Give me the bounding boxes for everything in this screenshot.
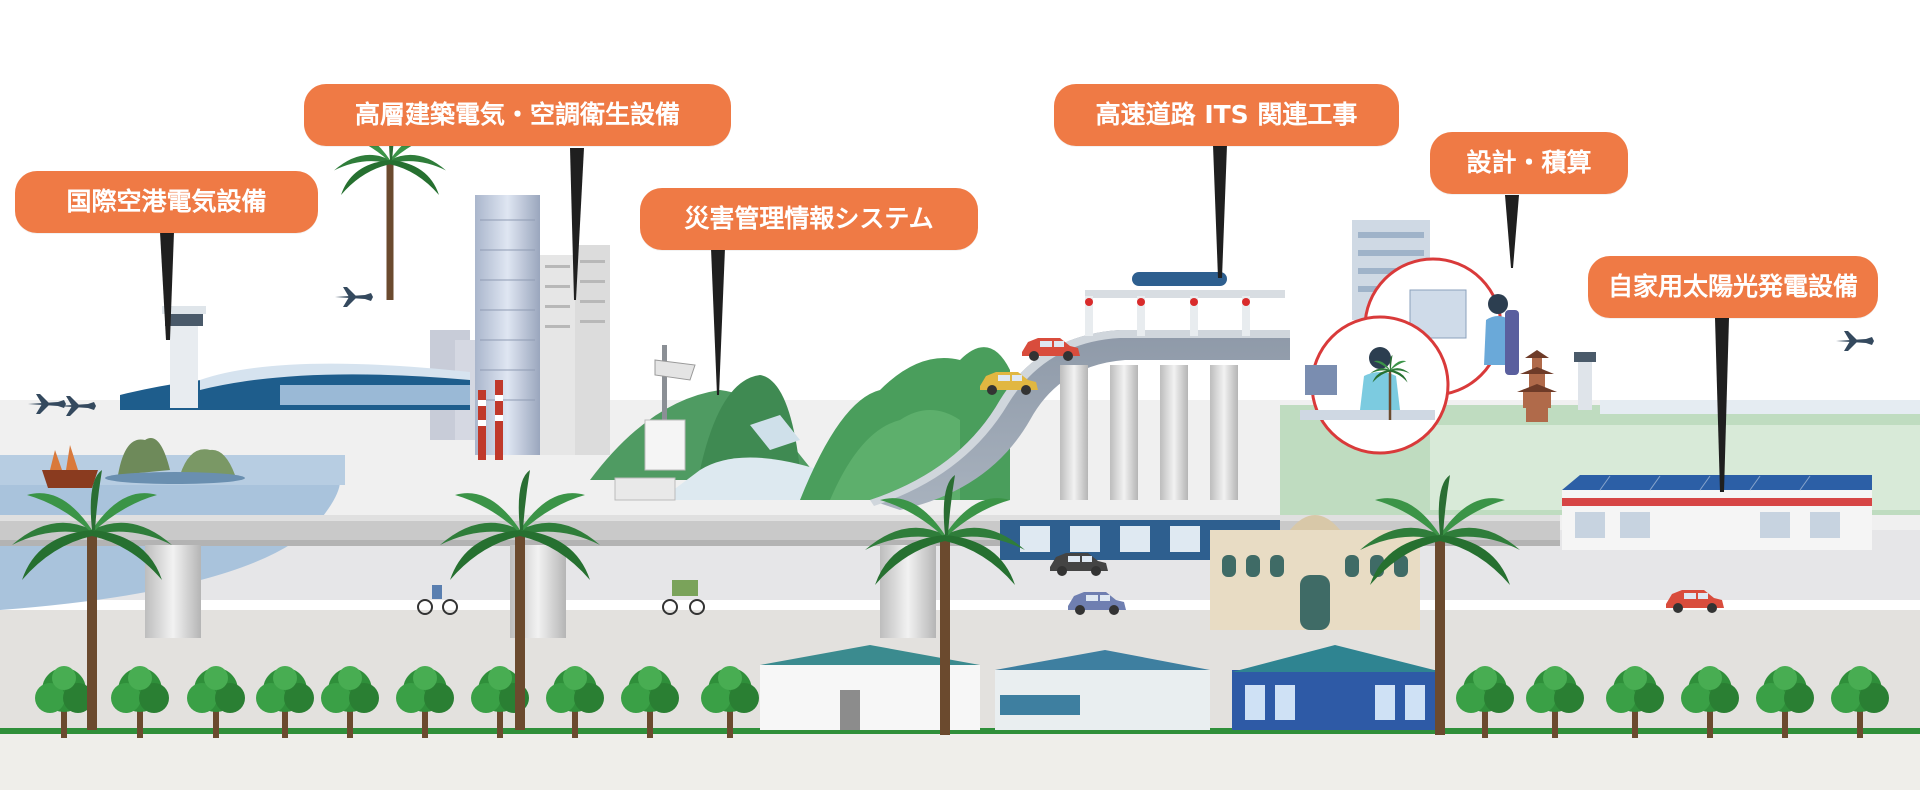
callout-design-estimation[interactable]: 設計・積算	[1430, 132, 1628, 194]
callout-highway-its[interactable]: 高速道路 ITS 関連工事	[1054, 84, 1399, 146]
callout-solar-power[interactable]: 自家用太陽光発電設備	[1588, 256, 1878, 318]
pointer-solar	[1715, 318, 1729, 492]
callout-airport-electrical[interactable]: 国際空港電気設備	[15, 171, 318, 233]
callout-highrise-mep[interactable]: 高層建築電気・空調衛生設備	[304, 84, 731, 146]
pointer-disaster	[711, 248, 725, 395]
callout-disaster-management[interactable]: 災害管理情報システム	[640, 188, 978, 250]
pointer-highway	[1213, 145, 1227, 278]
pointer-highrise	[570, 148, 584, 300]
callout-pointers	[160, 145, 1729, 492]
pointer-design	[1505, 195, 1519, 268]
pointer-airport	[160, 232, 174, 340]
